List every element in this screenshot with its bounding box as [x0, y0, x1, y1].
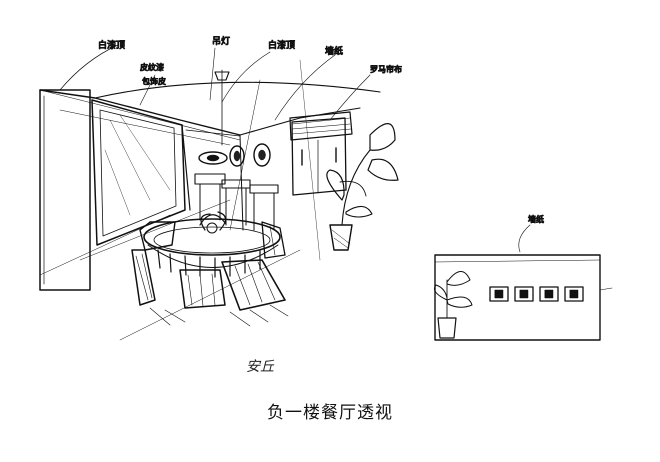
annotation-labels: 白漆顶 皮纹漆 包饰皮 吊灯 白漆顶 墙纸 罗马帘布 墙纸: [98, 36, 545, 225]
label-curtain: 罗马帘布: [370, 64, 402, 74]
label-wall-right: 墙纸: [325, 45, 343, 57]
wall-elevation-drawing: [433, 224, 613, 341]
perspective-drawing: [39, 44, 399, 341]
artist-signature: 安丘: [246, 359, 274, 375]
label-ceiling-left: 白漆顶: [98, 39, 125, 51]
label-elevation-wall: 墙纸: [528, 214, 544, 224]
label-wall-material-2: 包饰皮: [142, 76, 166, 86]
label-lamp: 吊灯: [212, 36, 230, 47]
label-ceiling-mid: 白漆顶: [268, 39, 295, 51]
label-wall-material-1: 皮纹漆: [140, 62, 164, 72]
drawing-caption: 负一楼餐厅透视: [267, 403, 393, 423]
